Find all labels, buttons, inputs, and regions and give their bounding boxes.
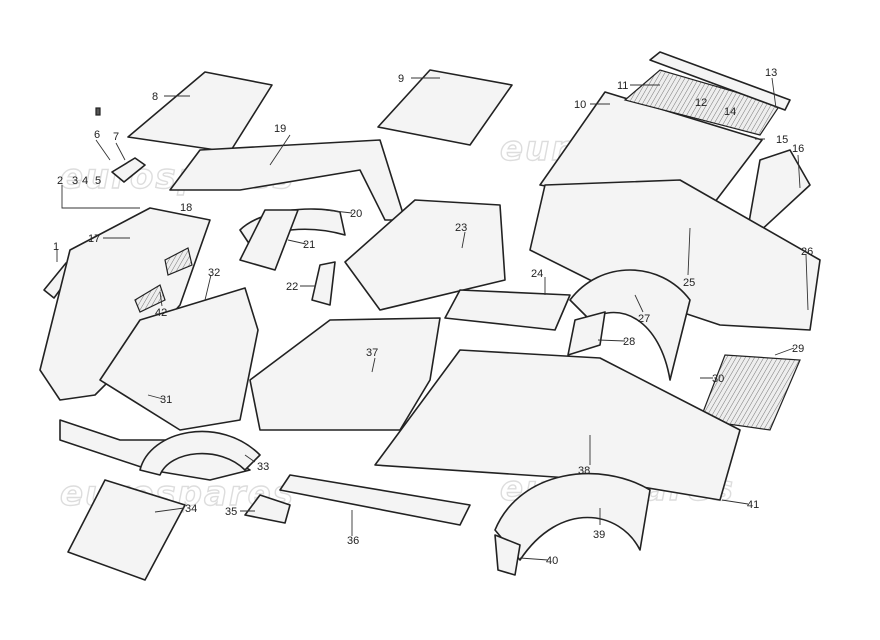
label-38: 38 <box>578 465 590 477</box>
part-17-front-nose <box>39 207 211 401</box>
part-33-front-arch <box>139 430 261 476</box>
label-32: 32 <box>208 267 220 279</box>
label-30: 30 <box>712 373 724 385</box>
label-24: 24 <box>531 268 543 280</box>
part-37-door-outer <box>249 317 441 431</box>
label-23: 23 <box>455 222 467 234</box>
label-18: 18 <box>180 202 192 214</box>
part-8-lid <box>127 71 273 153</box>
label-4: 4 <box>82 175 88 187</box>
label-8: 8 <box>152 91 158 103</box>
part-23-door-inner <box>344 199 506 311</box>
label-15: 15 <box>776 134 788 146</box>
part-24-sill-panel <box>444 289 571 331</box>
part-36-sill <box>279 474 471 526</box>
label-36: 36 <box>347 535 359 547</box>
label-16: 16 <box>792 143 804 155</box>
callout-labels: 1 2 3 4 5 6 7 8 9 10 11 12 13 14 15 16 1… <box>53 67 813 567</box>
label-7: 7 <box>113 131 119 143</box>
part-30-floor <box>699 354 801 431</box>
label-2: 2 <box>57 175 63 187</box>
label-21: 21 <box>303 239 315 251</box>
label-26: 26 <box>801 246 813 258</box>
part-6-screw <box>95 107 101 116</box>
label-19: 19 <box>274 123 286 135</box>
label-37: 37 <box>366 347 378 359</box>
label-35: 35 <box>225 506 237 518</box>
part-35-bracket <box>244 494 291 524</box>
part-40-lower-fin <box>494 534 521 576</box>
part-21-sill <box>239 209 299 271</box>
label-42: 42 <box>155 307 167 319</box>
label-31: 31 <box>160 394 172 406</box>
label-11: 11 <box>617 80 628 92</box>
label-13: 13 <box>765 67 777 79</box>
part-19-windscreen-frame <box>169 139 406 221</box>
label-39: 39 <box>593 529 605 541</box>
label-12: 12 <box>695 97 707 109</box>
label-40: 40 <box>546 555 558 567</box>
label-9: 9 <box>398 73 404 85</box>
part-7-bracket <box>111 157 146 183</box>
part-39-rear-wing <box>494 472 651 561</box>
parts <box>39 51 821 581</box>
part-28-scoop <box>567 311 606 356</box>
part-22-bracket <box>311 261 336 306</box>
part-27-rear-arch <box>569 269 691 381</box>
part-16-panel <box>744 149 811 246</box>
label-5: 5 <box>95 175 101 187</box>
label-27: 27 <box>638 313 650 325</box>
part-32-bonnet <box>99 287 259 431</box>
part-34-floor-pan <box>67 479 186 581</box>
label-14: 14 <box>724 106 736 118</box>
label-33: 33 <box>257 461 269 473</box>
label-28: 28 <box>623 336 635 348</box>
label-20: 20 <box>350 208 362 220</box>
label-17: 17 <box>88 233 100 245</box>
label-25: 25 <box>683 277 695 289</box>
label-41: 41 <box>747 499 759 511</box>
label-29: 29 <box>792 343 804 355</box>
label-3: 3 <box>72 175 78 187</box>
label-10: 10 <box>574 99 586 111</box>
part-13-strip <box>649 51 791 111</box>
label-1: 1 <box>53 241 59 253</box>
part-42-grille <box>134 247 193 313</box>
label-22: 22 <box>286 281 298 293</box>
leader-lines <box>56 77 809 561</box>
label-6: 6 <box>94 129 100 141</box>
part-9-roof-panel <box>377 69 513 146</box>
label-34: 34 <box>185 503 197 515</box>
